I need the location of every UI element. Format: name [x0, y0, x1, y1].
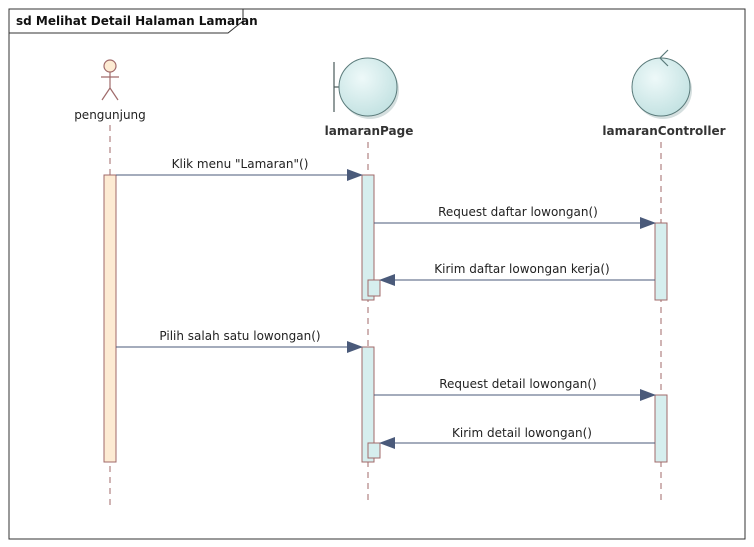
message-1: Klik menu "Lamaran"() [116, 157, 363, 181]
message-2: Request daftar lowongan() [374, 205, 656, 229]
activation-lamaranController-2 [654, 394, 668, 463]
message-label: Kirim daftar lowongan kerja() [434, 262, 609, 276]
participant-label-lamaranPage: lamaranPage [325, 124, 414, 138]
actor-pengunjung: pengunjung [74, 59, 146, 122]
message-label: Request detail lowongan() [439, 377, 596, 391]
frame-title-tab [8, 8, 244, 34]
activation-lamaranPage-2-return [367, 442, 381, 459]
message-4: Pilih salah satu lowongan() [116, 329, 363, 353]
participant-lamaranController: lamaranController [602, 49, 726, 138]
participant-lamaranPage: lamaranPage [325, 57, 414, 138]
frame-title: sd Melihat Detail Halaman Lamaran [16, 14, 258, 28]
activation-lamaranPage-1-return [367, 279, 381, 297]
participant-label-lamaranController: lamaranController [602, 124, 725, 138]
actor-icon [101, 59, 119, 101]
activation-lamaranPage-1 [361, 174, 375, 301]
message-label: Pilih salah satu lowongan() [159, 329, 320, 343]
boundary-icon [333, 57, 399, 119]
message-label: Klik menu "Lamaran"() [172, 157, 309, 171]
message-label: Request daftar lowongan() [438, 205, 598, 219]
activation-lamaranPage-2 [361, 346, 375, 463]
message-label: Kirim detail lowongan() [452, 426, 592, 440]
message-5: Request detail lowongan() [374, 377, 656, 401]
message-3: Kirim daftar lowongan kerja() [379, 262, 655, 286]
frame-border [8, 8, 746, 540]
activation-pengunjung [103, 174, 117, 463]
participant-label-pengunjung: pengunjung [74, 108, 146, 122]
message-6: Kirim detail lowongan() [379, 426, 655, 449]
control-icon [631, 49, 692, 119]
activation-lamaranController-1 [654, 222, 668, 301]
